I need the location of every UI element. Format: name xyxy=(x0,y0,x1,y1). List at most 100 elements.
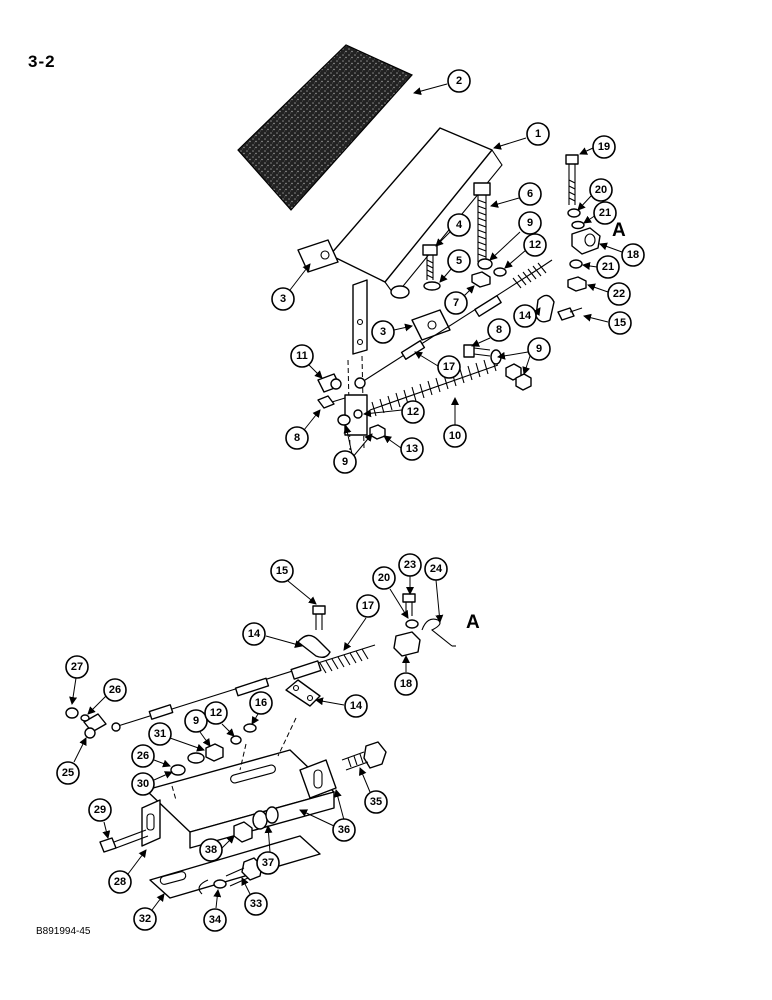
callout-37: 37 xyxy=(256,825,280,875)
pedal-bracket-left xyxy=(297,239,339,273)
callout-2: 2 xyxy=(413,69,471,96)
callout-16: 16 xyxy=(249,691,273,725)
svg-text:21: 21 xyxy=(602,261,614,273)
svg-text:14: 14 xyxy=(350,700,363,712)
callout-14-bottom-upper: 14 xyxy=(242,622,303,648)
callout-15-bottom: 15 xyxy=(270,559,317,605)
figure-code: B891994-45 xyxy=(36,926,91,937)
callout-31: 31 xyxy=(148,722,205,752)
bottom-assembly-drawing xyxy=(65,593,456,899)
svg-text:38: 38 xyxy=(205,844,217,856)
svg-text:26: 26 xyxy=(137,750,149,762)
pedal-arm xyxy=(352,279,368,355)
page-title: 3-2 xyxy=(28,52,56,71)
callout-12-upper: 12 xyxy=(504,233,547,269)
svg-text:1: 1 xyxy=(535,128,541,140)
svg-text:9: 9 xyxy=(342,456,348,468)
svg-text:3: 3 xyxy=(380,326,386,338)
callout-1: 1 xyxy=(493,122,550,150)
svg-text:33: 33 xyxy=(250,898,262,910)
callout-6: 6 xyxy=(490,182,542,208)
svg-text:17: 17 xyxy=(362,600,374,612)
svg-text:4: 4 xyxy=(456,219,463,231)
callout-5: 5 xyxy=(439,249,471,283)
callout-35: 35 xyxy=(359,767,388,814)
reference-letter-a-bottom: A xyxy=(466,612,480,633)
callout-23: 23 xyxy=(398,553,422,595)
callout-33: 33 xyxy=(241,877,268,916)
svg-text:8: 8 xyxy=(496,324,502,336)
callout-28: 28 xyxy=(108,849,147,894)
callout-21-lower: 21 xyxy=(582,255,620,279)
callout-4: 4 xyxy=(435,213,471,247)
callout-20-top: 20 xyxy=(577,178,613,211)
svg-text:3: 3 xyxy=(280,293,286,305)
svg-text:10: 10 xyxy=(449,430,461,442)
svg-text:6: 6 xyxy=(527,188,533,200)
svg-text:24: 24 xyxy=(430,563,443,575)
svg-text:28: 28 xyxy=(114,876,126,888)
svg-text:8: 8 xyxy=(294,432,300,444)
svg-text:18: 18 xyxy=(627,249,639,261)
svg-text:9: 9 xyxy=(527,217,533,229)
svg-text:20: 20 xyxy=(378,572,390,584)
callout-30: 30 xyxy=(131,771,173,796)
svg-text:35: 35 xyxy=(370,796,382,808)
callout-12-bottom: 12 xyxy=(204,701,235,737)
svg-text:12: 12 xyxy=(210,707,222,719)
callout-20-bottom: 20 xyxy=(372,566,409,619)
callout-3-upper: 3 xyxy=(271,263,311,311)
svg-text:27: 27 xyxy=(71,661,83,673)
callout-9-right: 9 xyxy=(497,337,551,375)
callout-7: 7 xyxy=(444,285,475,315)
return-spring xyxy=(369,356,499,417)
svg-text:37: 37 xyxy=(262,857,274,869)
callout-12-lower: 12 xyxy=(363,400,425,424)
callout-3-lower: 3 xyxy=(371,320,413,344)
svg-text:A: A xyxy=(612,220,626,241)
callout-9-upper: 9 xyxy=(489,211,542,261)
svg-text:9: 9 xyxy=(536,343,542,355)
callout-25: 25 xyxy=(56,737,87,785)
svg-text:22: 22 xyxy=(613,288,625,300)
callout-19: 19 xyxy=(579,135,616,159)
pedal-bracket-lower xyxy=(411,309,451,341)
callout-8-left: 8 xyxy=(285,409,321,450)
callout-18-bottom: 18 xyxy=(394,655,418,696)
svg-text:17: 17 xyxy=(443,361,455,373)
callout-17-top: 17 xyxy=(414,351,461,379)
callout-32: 32 xyxy=(133,893,165,931)
callout-34: 34 xyxy=(203,889,227,932)
callout-24: 24 xyxy=(424,557,448,623)
svg-text:14: 14 xyxy=(248,628,261,640)
callout-15-top: 15 xyxy=(583,311,632,335)
callout-18-top: 18 xyxy=(599,242,645,267)
svg-text:36: 36 xyxy=(338,824,350,836)
svg-text:31: 31 xyxy=(154,728,166,740)
svg-text:9: 9 xyxy=(193,715,199,727)
svg-text:12: 12 xyxy=(407,406,419,418)
svg-text:34: 34 xyxy=(209,914,222,926)
callout-14-top: 14 xyxy=(513,304,541,328)
svg-text:32: 32 xyxy=(139,913,151,925)
callout-10: 10 xyxy=(443,397,467,448)
callout-38: 38 xyxy=(199,835,235,862)
callout-11: 11 xyxy=(290,344,323,379)
svg-text:19: 19 xyxy=(598,141,610,153)
svg-text:A: A xyxy=(466,612,480,633)
cable-clamp-block xyxy=(571,227,601,255)
tread-pad xyxy=(237,44,413,211)
callout-29: 29 xyxy=(88,798,112,839)
svg-text:11: 11 xyxy=(296,350,308,362)
svg-text:18: 18 xyxy=(400,678,412,690)
reference-letter-a-top: A xyxy=(612,220,626,241)
callout-9-bottom: 9 xyxy=(184,709,211,747)
callout-9-lower: 9 xyxy=(333,425,373,474)
svg-text:15: 15 xyxy=(614,317,626,329)
callout-17-bottom: 17 xyxy=(343,594,380,651)
callout-13: 13 xyxy=(383,435,424,461)
svg-text:14: 14 xyxy=(519,310,532,322)
svg-text:5: 5 xyxy=(456,255,462,267)
svg-text:30: 30 xyxy=(137,778,149,790)
